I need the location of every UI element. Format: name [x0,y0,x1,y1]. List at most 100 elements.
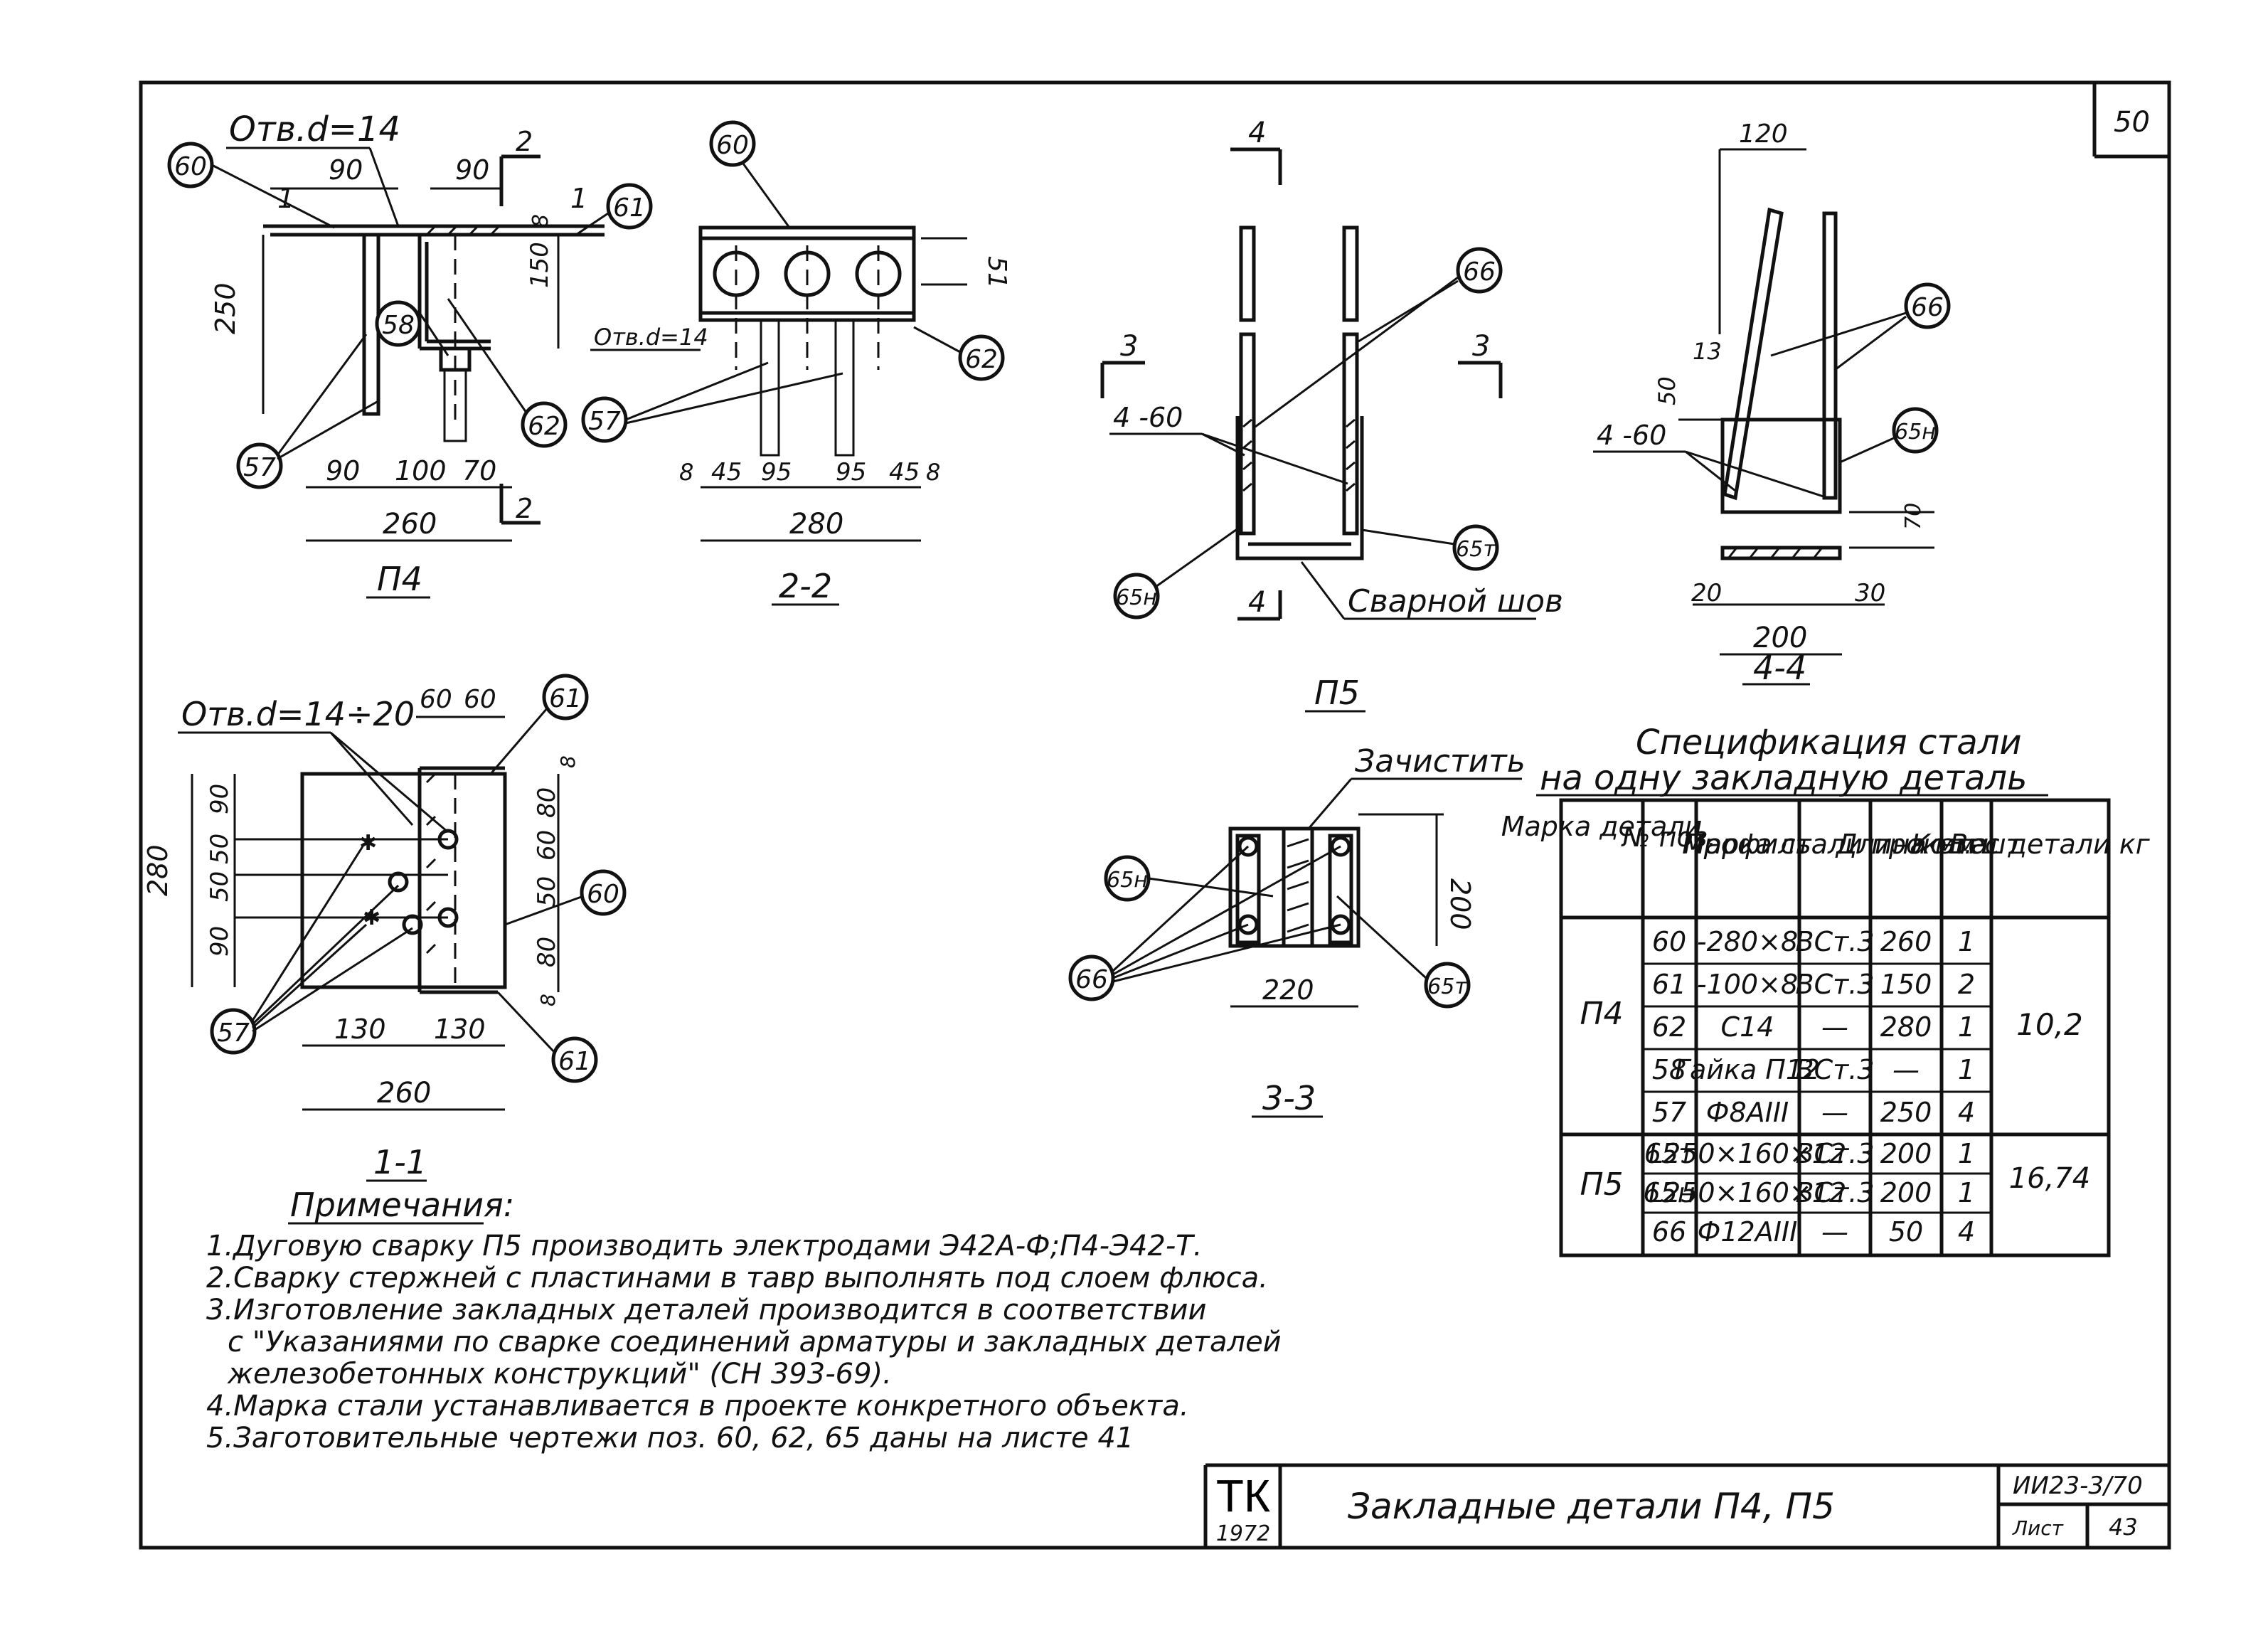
spec-cell-profile: Гайка П12 [1675,1054,1820,1085]
m5-section-mark-4-top: 4 [1248,117,1266,149]
m5-caption: П5 [1314,674,1360,712]
s22-hole-label: Отв.d=14 [594,324,708,351]
m4-dim-90c: 90 [326,455,360,486]
m4-caption: П4 [377,560,422,598]
s44-bubble-66-text: 66 [1911,293,1944,322]
s44-dim-50: 50 [1654,376,1681,405]
m5-bubble-65t-text: 65т [1456,537,1496,562]
s44-bubble-66 [1904,282,1951,329]
s22-dim-95b: 95 [836,458,866,486]
m4-dim-260: 260 [383,508,437,541]
spec-cell-qty: 1 [1958,1011,1975,1043]
spec-group-m5-weight: 16,74 [2009,1162,2091,1195]
s22-caption: 2-2 [779,567,832,605]
s22-bubble-57-text: 57 [588,407,621,436]
m4-section-mark-1-left: 1 [277,183,294,214]
s11-dim-130a: 130 [334,1014,386,1045]
m4-dim-100: 100 [395,455,447,486]
view-section-2-2: 60 51 Отв.d=14 57 62 8 45 95 95 45 8 280 [581,120,1011,606]
spec-cell-pos: 58 [1652,1054,1686,1085]
spec-cell-pos: 62 [1652,1011,1686,1043]
s22-bubble-62 [958,334,1005,381]
spec-cell-profile: L250×160×12 [1649,1138,1846,1169]
s44-caption: 4-4 [1753,649,1806,687]
spec-cell-steel: ВСт.3 [1796,1138,1875,1169]
s44-dim-30: 30 [1855,579,1885,607]
spec-header-length: Длина мм [1835,829,1976,860]
s11-dim-8-bottom: 8 [536,994,560,1006]
m4-bubble-61 [606,183,653,230]
m4-dim-8: 8 [528,214,553,228]
s33-bubble-65t [1424,962,1471,1009]
spec-header-pos: № поз. [1621,821,1716,853]
spec-row: 65н L250×160×12 ВСт.3 200 1 [1643,1177,1975,1208]
s11-dim-60c: 60 [533,830,561,861]
spec-cell-steel: ВСт.3 [1796,1177,1875,1208]
spec-cell-profile: С14 [1721,1011,1774,1043]
s22-dim-95a: 95 [761,458,792,486]
s11-bubble-57-text: 57 [217,1019,250,1048]
s11-bubble-61-top-text: 61 [549,684,582,713]
s22-dim-280: 280 [789,508,843,541]
notes-title: Примечания: [290,1186,514,1224]
m4-hole-label: Отв.d=14 [229,110,400,149]
spec-group-m5-mark: П5 [1580,1166,1623,1203]
s11-dim-130b: 130 [434,1014,486,1045]
m5-bubble-66 [1456,247,1503,294]
designer-year: 1972 [1216,1521,1270,1546]
m4-dim-250: 250 [210,282,241,334]
s11-dim-50b: 50 [206,871,234,902]
s11-dim-60b: 60 [464,685,496,714]
m4-dim-90b: 90 [455,154,489,186]
spec-cell-profile: L250×160×12 [1649,1177,1846,1208]
sheet-number-box: 50 [2092,83,2169,159]
s44-dim-70: 70 [1901,503,1926,530]
spec-cell-profile: -280×8 [1697,926,1798,957]
spec-cell-qty: 4 [1958,1216,1975,1248]
m5-bubble-65t [1452,524,1499,571]
s33-bubble-66-text: 66 [1075,965,1108,994]
spec-group-m4-weight: 10,2 [2016,1007,2083,1042]
m5-leader-label: 4 -60 [1113,402,1183,433]
spec-cell-length: 280 [1880,1011,1932,1043]
spec-cell-length: 200 [1880,1177,1932,1208]
spec-row: 65т L250×160×12 ВСт.3 200 1 [1644,1138,1975,1169]
m4-bubble-62 [521,401,568,448]
list-number: 43 [2109,1514,2138,1541]
s22-dim-8a: 8 [679,459,693,486]
spec-cell-qty: 1 [1958,1177,1975,1208]
spec-group-m4-mark: П4 [1580,996,1623,1032]
spec-cell-steel: — [1821,1011,1848,1043]
note-line-1: 1.Дуговую сварку П5 производить электрод… [206,1230,1202,1262]
spec-cell-pos: 65н [1643,1177,1695,1208]
s44-bubble-65n [1892,407,1939,454]
note-line-3: 3.Изготовление закладных деталей произво… [206,1294,1207,1326]
s44-leader-label: 4 -60 [1597,420,1666,451]
spec-cell-profile: -100×8 [1697,969,1798,1000]
m5-section-mark-3-left: 3 [1120,330,1138,363]
m4-bubble-58-text: 58 [382,311,415,340]
spec-cell-length: 250 [1880,1097,1932,1128]
m5-weld-label: Сварной шов [1348,583,1563,619]
m4-bubble-62-text: 62 [528,412,560,441]
s11-bubble-61-top [542,674,589,720]
s33-dim-220: 220 [1262,974,1314,1006]
s11-dim-50a: 50 [206,834,234,864]
note-line-2: 2.Сварку стержней с пластинами в тавр вы… [206,1262,1268,1294]
spec-row: 57 Ф8АIII — 250 4 [1652,1097,1975,1128]
m4-bubble-60-text: 60 [174,152,207,181]
spec-row: 60 -280×8 ВСт.3 260 1 [1652,926,1975,957]
s44-dim-13: 13 [1693,338,1722,365]
notes-block: Примечания: 1.Дуговую сварку П5 производ… [206,1186,1282,1454]
note-line-4: с "Указаниями по сварке соединений армат… [228,1326,1282,1358]
spec-cell-length: 50 [1889,1216,1923,1248]
s33-clean-label: Зачистить [1355,743,1526,780]
spec-header-weight: Вес детали кг [1949,829,2151,860]
spec-cell-pos: 66 [1652,1216,1686,1248]
m5-bubble-65n [1113,573,1160,619]
spec-cell-steel: — [1821,1097,1848,1128]
s22-bubble-60 [709,120,756,167]
spec-cell-pos: 57 [1652,1097,1686,1128]
s33-caption: 3-3 [1262,1079,1316,1117]
list-label: Лист [2012,1516,2064,1540]
